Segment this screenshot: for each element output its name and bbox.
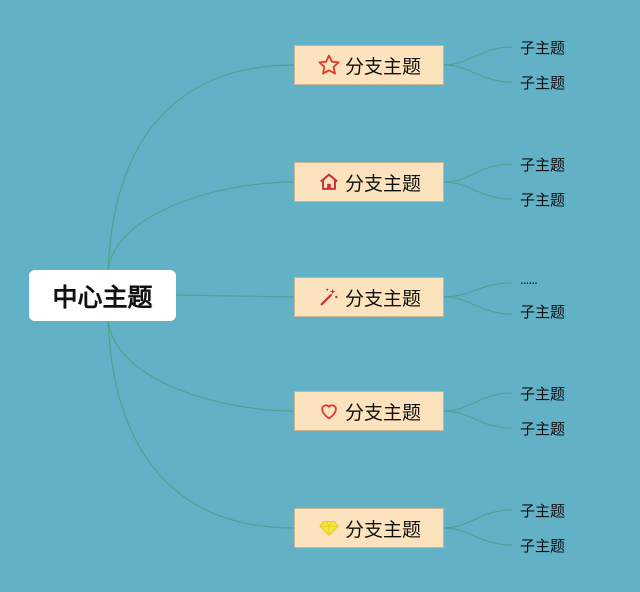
central-topic-label: 中心主题	[52, 282, 153, 312]
connector-branch-subtopic	[443, 410, 513, 429]
subtopic-5-1[interactable]: 子主题	[520, 502, 566, 520]
branch-topic-label: 分支主题	[344, 518, 421, 541]
house-icon	[317, 170, 341, 194]
branch-topic-label: 分支主题	[344, 287, 421, 310]
connector-center-branch	[107, 64, 295, 271]
branch-topic-label: 分支主题	[344, 172, 421, 195]
connector-branch-subtopic	[443, 181, 513, 200]
branch-topic-4[interactable]: 分支主题	[294, 391, 444, 431]
connector-branch-subtopic	[443, 46, 513, 66]
branch-topic-label: 分支主题	[344, 55, 421, 78]
connector-center-branch	[107, 320, 295, 412]
connector-lines	[107, 46, 513, 546]
subtopic-1-1[interactable]: 子主题	[520, 39, 566, 57]
branch-topic-3[interactable]: 分支主题	[294, 277, 444, 317]
branch-topic-2[interactable]: 分支主题	[294, 162, 444, 202]
connector-branch-subtopic	[443, 296, 513, 315]
branch-topic-5[interactable]: 分支主题	[294, 508, 444, 548]
subtopic-4-2[interactable]: 子主题	[520, 420, 566, 438]
magic-wand-icon	[317, 285, 341, 309]
connector-branch-subtopic	[443, 509, 513, 529]
star-icon	[317, 53, 341, 77]
connector-branch-subtopic	[443, 64, 513, 83]
subtopic-2-2[interactable]: 子主题	[520, 191, 566, 209]
branch-topic-1[interactable]: 分支主题	[294, 45, 444, 85]
connector-center-branch	[107, 181, 295, 271]
connector-branch-subtopic	[443, 392, 513, 412]
subtopic-1-2[interactable]: 子主题	[520, 74, 566, 92]
connector-branch-subtopic	[443, 527, 513, 546]
heart-icon	[317, 399, 341, 423]
diamond-icon	[317, 516, 341, 540]
subtopic-4-1[interactable]: 子主题	[520, 385, 566, 403]
subtopic-2-1[interactable]: 子主题	[520, 156, 566, 174]
connector-branch-subtopic	[443, 163, 513, 183]
connector-branch-subtopic	[443, 282, 513, 298]
subtopic-3-1[interactable]: ......	[520, 273, 538, 287]
subtopic-5-2[interactable]: 子主题	[520, 537, 566, 555]
branch-topic-label: 分支主题	[344, 401, 421, 424]
connector-center-branch	[107, 320, 295, 529]
central-topic[interactable]: 中心主题	[29, 270, 176, 321]
connector-center-branch	[175, 294, 295, 298]
subtopic-3-2[interactable]: 子主题	[520, 303, 566, 321]
